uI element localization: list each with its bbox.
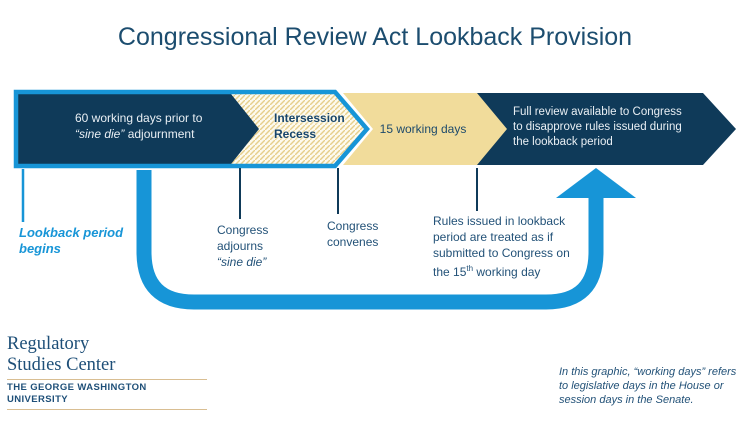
regulatory-studies-center-logo: Regulatory Studies Center THE GEORGE WAS…: [7, 334, 209, 412]
segment-full-review-label: Full review available to Congress to dis…: [513, 106, 682, 148]
logo-rule-top: [7, 379, 207, 380]
segment-60-days-line2: “sine die” adjournment: [75, 127, 195, 141]
logo-line1: Regulatory: [7, 334, 90, 354]
logo-line2: Studies Center: [7, 355, 116, 375]
rules-issued-line4: the 15th working day: [433, 264, 541, 279]
segment-60-days-line1: 60 working days prior to: [75, 111, 203, 125]
logo-university-name: THE GEORGE WASHINGTON UNIVERSITY: [7, 382, 147, 405]
lookback-period-outline: [13, 89, 370, 169]
congress-adjourns-label: Congress adjourns “sine die”: [217, 223, 269, 269]
congress-convenes-label: Congress convenes: [327, 219, 379, 249]
segment-60-days-label: 60 working days prior to “sine die” adjo…: [75, 110, 202, 142]
u-turn-arrow-head-icon: [556, 168, 636, 198]
page-title: Congressional Review Act Lookback Provis…: [117, 23, 633, 51]
u-turn-arrow-shaft: [136, 170, 604, 310]
rules-issued-label: Rules issued in lookback period are trea…: [433, 214, 570, 279]
chevron-segment-15-days: [343, 93, 507, 165]
chevron-segment-60-days: [18, 94, 259, 164]
segment-15-days-label: 15 working days: [379, 122, 467, 136]
logo-rule-bottom: [7, 409, 207, 410]
chevron-segment-full-review: [477, 93, 736, 165]
lookback-period-begins-label: Lookback period begins: [19, 225, 124, 256]
footnote: In this graphic, “working days” refers t…: [559, 366, 737, 406]
segment-recess-label: Intersession Recess: [274, 111, 345, 141]
